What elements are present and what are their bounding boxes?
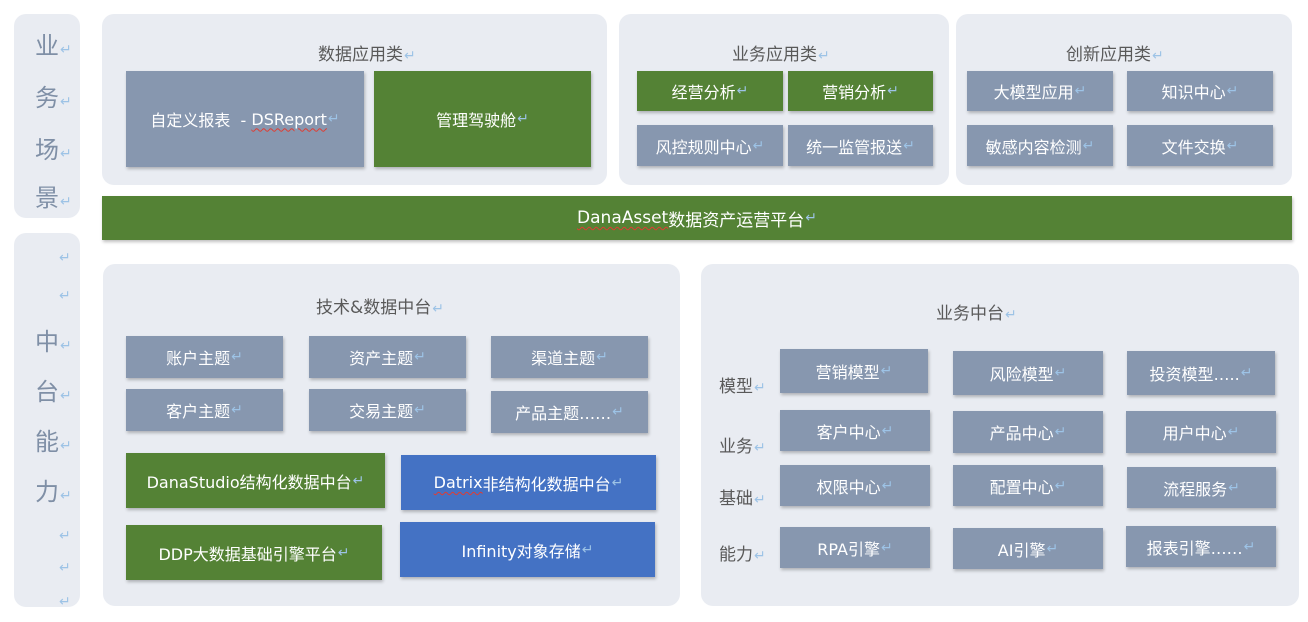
ddp-box: DDP大数据基础引擎平台↵: [126, 525, 382, 580]
topic-box: 产品主题……↵: [491, 391, 648, 433]
biz-middle-item: RPA引擎↵: [780, 527, 930, 568]
middle-ability-char: 台↵: [35, 378, 72, 406]
business-scene-char: 景↵: [35, 184, 72, 212]
business-scene-char: 务↵: [35, 84, 72, 112]
biz-middle-item: 报表引擎……↵: [1126, 526, 1276, 567]
row-label: 业务↵: [719, 437, 766, 457]
business-scene-panel: [14, 14, 80, 218]
dsreport-box: 自定义报表 - DSReport↵: [126, 71, 364, 167]
biz-app-item: 经营分析↵: [637, 71, 783, 111]
biz-app-item: 统一监管报送↵: [788, 125, 933, 166]
business-scene-char: 场↵: [35, 136, 72, 164]
biz-middle-item: 权限中心↵: [780, 465, 930, 506]
biz-middle-item: AI引擎↵: [953, 528, 1103, 569]
return-mark: ↵: [59, 250, 71, 266]
middle-ability-panel: [14, 233, 80, 607]
innov-app-item: 敏感内容检测↵: [967, 125, 1113, 166]
middle-ability-char: 能↵: [35, 428, 72, 456]
biz-middle-item: 用户中心↵: [1126, 411, 1276, 453]
return-mark: ↵: [59, 288, 71, 304]
row-label: 能力↵: [719, 545, 766, 565]
middle-ability-char: 中↵: [35, 328, 72, 356]
biz-middle-item: 产品中心↵: [953, 411, 1103, 453]
row-label: 基础↵: [719, 489, 766, 509]
topic-box: 交易主题↵: [309, 389, 466, 431]
biz-app-item: 风控规则中心↵: [637, 125, 783, 166]
data-app-title: 数据应用类↵: [318, 45, 416, 65]
topic-box: 渠道主题↵: [491, 336, 648, 378]
biz-middle-item: 营销模型↵: [780, 349, 928, 393]
biz-app-item: 营销分析↵: [788, 71, 933, 111]
dana-studio-box: DanaStudio结构化数据中台↵: [126, 453, 385, 508]
return-mark: ↵: [59, 594, 71, 610]
topic-box: 账户主题↵: [126, 336, 283, 378]
return-mark: ↵: [59, 528, 71, 544]
middle-ability-char: 力↵: [35, 478, 72, 506]
biz-middle-item: 客户中心↵: [780, 410, 930, 451]
biz-middle-title: 业务中台↵: [936, 304, 1017, 324]
topic-box: 客户主题↵: [126, 389, 283, 431]
innov-app-item: 知识中心↵: [1127, 71, 1273, 111]
innov-app-item: 文件交换↵: [1127, 125, 1273, 166]
biz-middle-item: 投资模型…..↵: [1127, 351, 1275, 395]
biz-app-title: 业务应用类↵: [732, 45, 830, 65]
row-label: 模型↵: [719, 377, 766, 397]
biz-middle-item: 流程服务↵: [1127, 467, 1276, 508]
business-scene-char: 业↵: [35, 32, 72, 60]
management-cockpit-box: 管理驾驶舱↵: [374, 71, 591, 167]
infinity-box: Infinity对象存储↵: [400, 522, 655, 577]
topic-box: 资产主题↵: [309, 336, 466, 378]
innov-app-item: 大模型应用↵: [967, 71, 1113, 111]
return-mark: ↵: [59, 560, 71, 576]
tech-data-title: 技术&数据中台↵: [316, 298, 444, 318]
biz-middle-item: 风险模型↵: [953, 351, 1103, 395]
innov-app-title: 创新应用类↵: [1066, 45, 1164, 65]
biz-middle-item: 配置中心↵: [953, 465, 1103, 506]
